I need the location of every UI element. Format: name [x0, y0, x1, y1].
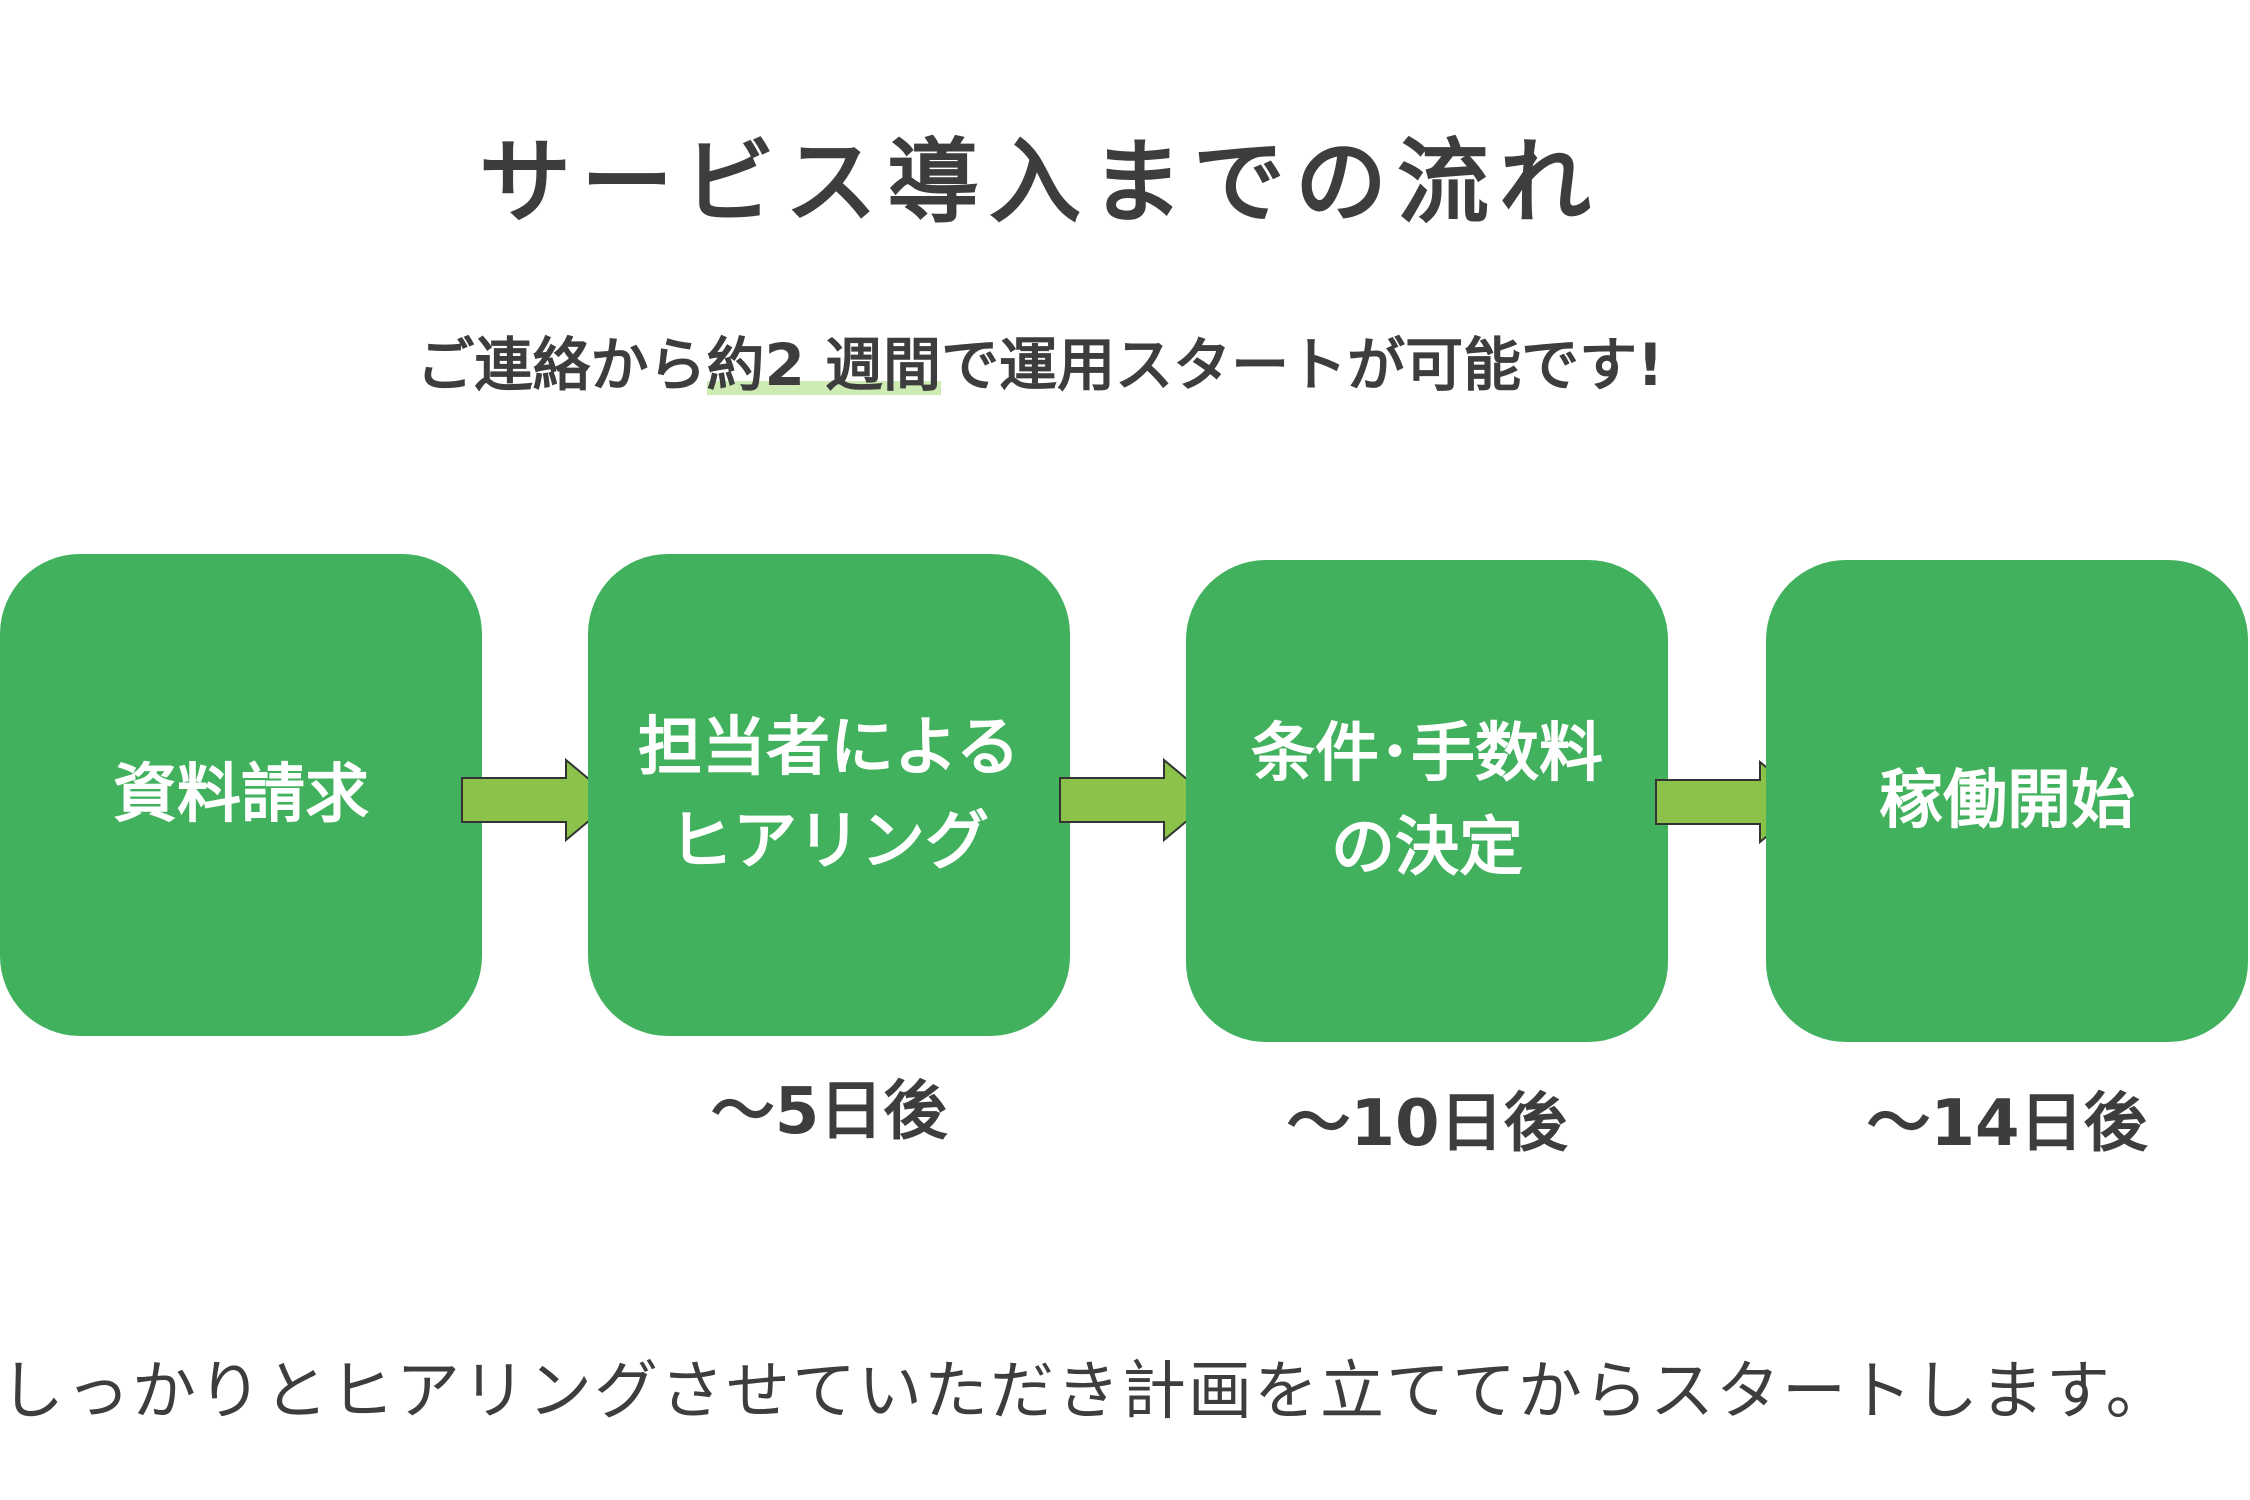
step-box-3: 条件･手数料 の決定: [1186, 560, 1668, 1042]
step-label-1: 資料請求: [113, 758, 369, 832]
step-days-3: ～10日後: [1286, 1087, 1568, 1161]
subtitle-prefix: ご連絡から: [416, 331, 707, 399]
subtitle-suffix: で運用スタートが可能です!: [941, 331, 1664, 399]
footer-text: しっかりとヒアリングさせていただき計画を立ててからスタートします。: [0, 1355, 2172, 1429]
step-days-2: ～5日後: [710, 1075, 948, 1149]
step-label-4: 稼働開始: [1879, 764, 2135, 838]
subtitle: ご連絡から約2 週間で運用スタートが可能です!: [0, 318, 2080, 402]
step-box-4: 稼働開始: [1766, 560, 2248, 1042]
subtitle-highlight: 約2 週間: [706, 331, 942, 399]
step-label-3: 条件･手数料 の決定: [1251, 717, 1603, 885]
step-box-1: 資料請求: [0, 554, 482, 1036]
step-box-2: 担当者による ヒアリング: [588, 554, 1070, 1036]
page-title: サービス導入までの流れ: [478, 129, 1601, 236]
step-label-2: 担当者による ヒアリング: [637, 711, 1021, 879]
step-days-4: ～14日後: [1866, 1087, 2148, 1161]
